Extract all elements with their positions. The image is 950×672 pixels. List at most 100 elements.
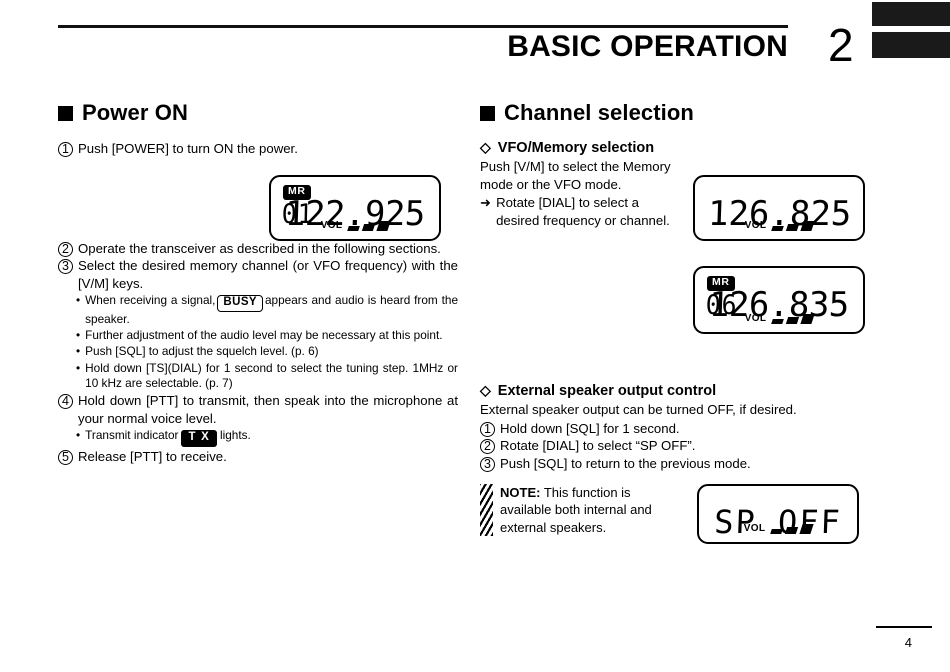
- black-square-icon: [480, 105, 495, 121]
- vol-bar-1-icon: [771, 319, 785, 324]
- arrow-item-text: Rotate [DIAL] to select a desired freque…: [496, 195, 670, 228]
- page-number: 4: [904, 635, 912, 650]
- bullet-icon: •: [76, 344, 81, 359]
- list-item: 4 Hold down [PTT] to transmit, then spea…: [58, 392, 458, 427]
- power-on-step-list-cont2: 4 Hold down [PTT] to transmit, then spea…: [58, 392, 458, 427]
- arrow-bullet-icon: ➜: [480, 195, 492, 211]
- list-item: 2 Rotate [DIAL] to select “SP OFF”.: [480, 437, 880, 455]
- list-item: 1 Hold down [SQL] for 1 second.: [480, 420, 880, 438]
- vol-label: VOL: [743, 523, 766, 534]
- external-speaker-intro: External speaker output can be turned OF…: [480, 402, 797, 418]
- vol-label: VOL: [744, 313, 767, 324]
- external-speaker-step-list: 1 Hold down [SQL] for 1 second. 2 Rotate…: [480, 420, 880, 473]
- step-number: 3: [480, 456, 495, 472]
- step-text: Release [PTT] to receive.: [78, 448, 227, 464]
- power-on-step-list-cont: 2 Operate the transceiver as described i…: [58, 240, 458, 293]
- right-column: Channel selection ◇ VFO/Memory selection…: [480, 100, 880, 472]
- section-heading-power-on: Power ON: [58, 100, 458, 126]
- note-body: This function is available both internal…: [500, 485, 652, 535]
- mr-badge: MR: [707, 276, 735, 291]
- diamond-icon: ◇: [480, 139, 491, 155]
- busy-badge: BUSY: [217, 295, 263, 312]
- step-text: Rotate [DIAL] to select “SP OFF”.: [500, 438, 696, 454]
- note-block: NOTE: This function is available both in…: [480, 484, 676, 537]
- vol-bar-3-icon: [376, 221, 391, 231]
- bullet-text-pre: Transmit indicator: [85, 428, 179, 443]
- step-text: Hold down [SQL] for 1 second.: [500, 420, 680, 436]
- bullet-text: Further adjustment of the audio level ma…: [85, 328, 443, 343]
- list-item: 3 Push [SQL] to return to the previous m…: [480, 455, 880, 473]
- lcd-display-memory: MR 06 126.835 VOL: [693, 266, 865, 334]
- subsection-heading-label: External speaker output control: [497, 383, 717, 400]
- step-number: 3: [58, 259, 73, 275]
- list-item: 5 Release [PTT] to receive.: [58, 448, 458, 466]
- bullet-text-post: lights.: [219, 428, 251, 443]
- page-title: BASIC OPERATION: [507, 30, 788, 63]
- subsection-heading-vfo-memory: ◇ VFO/Memory selection: [480, 140, 880, 156]
- chapter-tab-bar-top: [872, 2, 950, 26]
- vfo-arrow-list: ➜ Rotate [DIAL] to select a desired freq…: [480, 194, 672, 229]
- bullet-icon: •: [76, 293, 81, 308]
- lcd-display-sp-off: SP OFF VOL: [697, 484, 859, 544]
- section-heading-label: Power ON: [82, 100, 188, 125]
- chapter-tab-bar-bottom: [872, 32, 950, 58]
- hatch-bar-icon: [480, 484, 493, 537]
- section-heading-channel-selection: Channel selection: [480, 100, 880, 126]
- list-item: • Hold down [TS](DIAL) for 1 second to s…: [76, 361, 458, 392]
- step-number: 1: [58, 142, 73, 157]
- bullet-icon: •: [76, 428, 81, 443]
- step-number: 4: [58, 394, 73, 410]
- list-item: • Push [SQL] to adjust the squelch level…: [76, 344, 458, 359]
- vol-bar-2-icon: [786, 317, 800, 324]
- vol-bar-1-icon: [347, 226, 361, 231]
- lcd-volume-indicator: VOL: [699, 524, 857, 534]
- note-label: NOTE:: [500, 485, 541, 500]
- step-text: Push [SQL] to return to the previous mod…: [500, 455, 751, 471]
- chapter-number: 2: [828, 19, 854, 71]
- footer-rule: [876, 626, 932, 628]
- list-item: • Further adjustment of the audio level …: [76, 328, 458, 343]
- step-text: Hold down [PTT] to transmit, then speak …: [78, 393, 458, 426]
- note-text: NOTE: This function is available both in…: [500, 484, 676, 536]
- vol-bar-2-icon: [362, 224, 376, 231]
- list-item: 2 Operate the transceiver as described i…: [58, 240, 458, 258]
- diamond-icon: ◇: [480, 382, 491, 399]
- lcd-volume-indicator: VOL: [695, 221, 863, 231]
- bullet-text: Push [SQL] to adjust the squelch level. …: [85, 344, 319, 359]
- vol-bar-3-icon: [800, 221, 815, 231]
- vol-bar-3-icon: [799, 524, 814, 534]
- step-number: 1: [480, 421, 495, 437]
- vol-bar-3-icon: [800, 314, 815, 324]
- list-item: 3 Select the desired memory channel (or …: [58, 257, 458, 292]
- lcd-volume-indicator: VOL: [695, 314, 863, 324]
- tx-badge: T X: [181, 430, 217, 447]
- step-text: Operate the transceiver as described in …: [78, 240, 441, 256]
- step-text: Select the desired memory channel (or VF…: [78, 258, 458, 291]
- vol-label: VOL: [320, 220, 343, 231]
- list-item: 1 Push [POWER] to turn ON the power.: [58, 140, 458, 158]
- lcd-volume-indicator: VOL: [271, 221, 439, 231]
- vol-bar-1-icon: [770, 529, 784, 534]
- section-heading-label: Channel selection: [504, 100, 694, 125]
- power-on-step-list-cont3: 5 Release [PTT] to receive.: [58, 448, 458, 466]
- bullet-icon: •: [76, 360, 81, 375]
- subsection-heading-external-speaker: ◇ External speaker output control: [480, 383, 880, 399]
- step-text: Push [POWER] to turn ON the power.: [78, 141, 298, 156]
- vfo-text-block: Push [V/M] to select the Memory mode or …: [480, 158, 672, 229]
- power-on-step-list: 1 Push [POWER] to turn ON the power.: [58, 140, 458, 158]
- subsection-heading-label: VFO/Memory selection: [497, 140, 655, 156]
- vol-label: VOL: [744, 220, 767, 231]
- bullet-text-post: appears and audio is heard from the spea…: [85, 293, 459, 326]
- vfo-instruction: Push [V/M] to select the Memory mode or …: [480, 159, 671, 192]
- bullet-text: Hold down [TS](DIAL) for 1 second to sel…: [85, 360, 458, 391]
- list-item: ➜ Rotate [DIAL] to select a desired freq…: [480, 194, 672, 229]
- vol-bar-2-icon: [786, 224, 800, 231]
- black-square-icon: [58, 105, 73, 121]
- vol-bar-1-icon: [771, 226, 785, 231]
- step-number: 5: [58, 449, 73, 465]
